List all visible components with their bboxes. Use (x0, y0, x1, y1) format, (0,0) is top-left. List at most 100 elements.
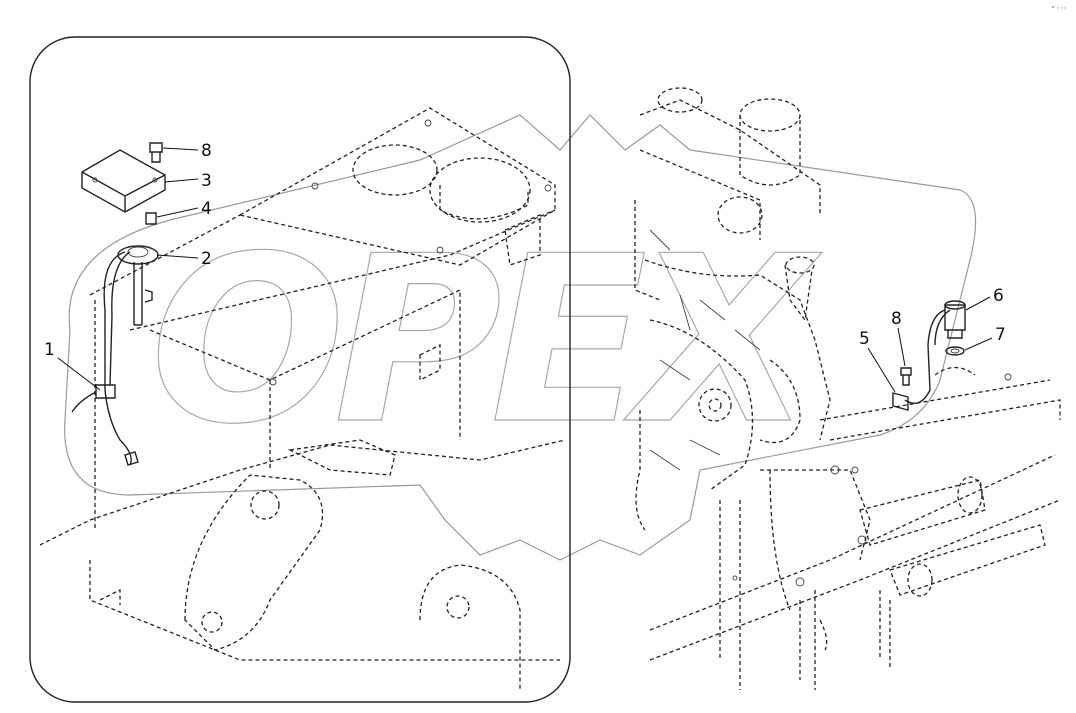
watermark-text: OPEX (150, 208, 822, 475)
engine-front (635, 410, 646, 531)
engine-outline (644, 259, 831, 441)
washer-hole (950, 348, 960, 354)
engine-detail-lines (649, 229, 761, 471)
bolt-mark (269, 378, 277, 386)
pipe-body (739, 115, 801, 186)
engine-pulley (698, 388, 732, 422)
chassis-bracket (287, 439, 396, 476)
bolt-mark (851, 466, 859, 474)
clip (419, 343, 441, 382)
callout-8: 8 (201, 141, 212, 161)
strut (799, 590, 816, 690)
callout-7: 7 (995, 325, 1006, 345)
frame-rail (649, 454, 1056, 631)
engine-cover (649, 319, 754, 491)
tank-side (149, 288, 461, 440)
engine-cap (785, 256, 815, 274)
sender-tube (133, 262, 143, 326)
sender-float (144, 289, 153, 303)
harness-connector (95, 384, 116, 399)
bolt-mark (311, 182, 319, 190)
bolt-mark (795, 577, 805, 587)
bolt-mark (732, 575, 738, 581)
strut (879, 590, 891, 670)
leader-7 (964, 337, 993, 351)
sensor-port (934, 366, 976, 376)
harness-part-1 (103, 251, 132, 466)
frame-rail-top (829, 399, 1061, 441)
sensor-thread (947, 330, 963, 339)
sender-cap (127, 246, 149, 258)
bolt-mark (857, 535, 867, 545)
washer-part-7 (945, 346, 965, 356)
leader-6 (965, 296, 991, 311)
chassis-lower (89, 560, 560, 661)
cylinder-end (957, 476, 983, 514)
sensor-part-6 (944, 304, 966, 331)
leader-8 (162, 147, 199, 151)
corner-mark: ᵉ ◦◦◦ (1052, 5, 1067, 12)
engine-pulley-hub (708, 398, 722, 412)
cover-hole (92, 177, 98, 183)
filler-neck-1 (352, 144, 438, 196)
bolt-mark (830, 465, 840, 475)
hanger-hole (201, 611, 223, 633)
strut (719, 500, 741, 690)
cover-part-3 (81, 149, 166, 213)
callout-3: 3 (201, 171, 212, 191)
sensor-top (944, 300, 966, 310)
bolt-part-8-right (900, 367, 912, 386)
engine-top-edge (639, 149, 761, 240)
harness-wire-2 (109, 251, 131, 386)
bolt-mark (424, 119, 432, 127)
sensor-wire (904, 309, 946, 404)
hose (769, 469, 791, 611)
pipe-top (739, 98, 801, 132)
connector-part-5 (892, 392, 909, 411)
watermark-gear-outline (64, 114, 977, 561)
cylinder-end (907, 563, 933, 597)
leader-2 (156, 254, 199, 259)
pipe-top (657, 87, 703, 113)
leader-5 (867, 347, 896, 393)
engine-side (634, 200, 661, 301)
clip (819, 619, 828, 651)
fuel-level-sender-assembly (71, 142, 166, 466)
engine-neck (784, 264, 813, 322)
hanger-left (184, 474, 324, 651)
callout-4: 4 (201, 199, 212, 219)
bolt-part-8 (149, 142, 163, 163)
hanger-hole (446, 595, 470, 619)
sensor-wire-2 (934, 309, 951, 346)
callout-labels: 1 2 3 4 5 6 7 8 8 (44, 141, 1006, 360)
frame-rail-top (819, 379, 1051, 421)
engine-boss (717, 196, 763, 234)
callout-1: 1 (44, 340, 55, 360)
tank-edge (89, 214, 241, 296)
sensor-assembly (892, 300, 976, 411)
callout-2: 2 (201, 249, 212, 269)
frame-bracket (760, 469, 871, 561)
bolt-mark (544, 184, 552, 192)
cylinder-lower (889, 524, 1046, 596)
callout-5: 5 (859, 329, 870, 349)
right-view (634, 87, 1061, 690)
left-view (39, 107, 566, 690)
cover-edges (81, 171, 166, 212)
cylinder (859, 479, 986, 546)
leader-8-right (897, 327, 906, 367)
harness-lead (71, 391, 97, 413)
watermark: OPEX (64, 114, 977, 561)
leader-lines (57, 147, 993, 393)
hanger-hole (250, 490, 280, 520)
filler-neck-body (439, 185, 529, 220)
grommet-part-4 (145, 212, 157, 225)
leader-3 (164, 178, 199, 183)
frame-rail (649, 499, 1061, 661)
filler-neck-2 (429, 157, 531, 223)
detail-frame (29, 36, 571, 703)
leader-1 (57, 357, 101, 391)
bolt-mark (1004, 373, 1012, 381)
bolt-mark (436, 246, 444, 254)
harness-terminal (124, 451, 139, 466)
